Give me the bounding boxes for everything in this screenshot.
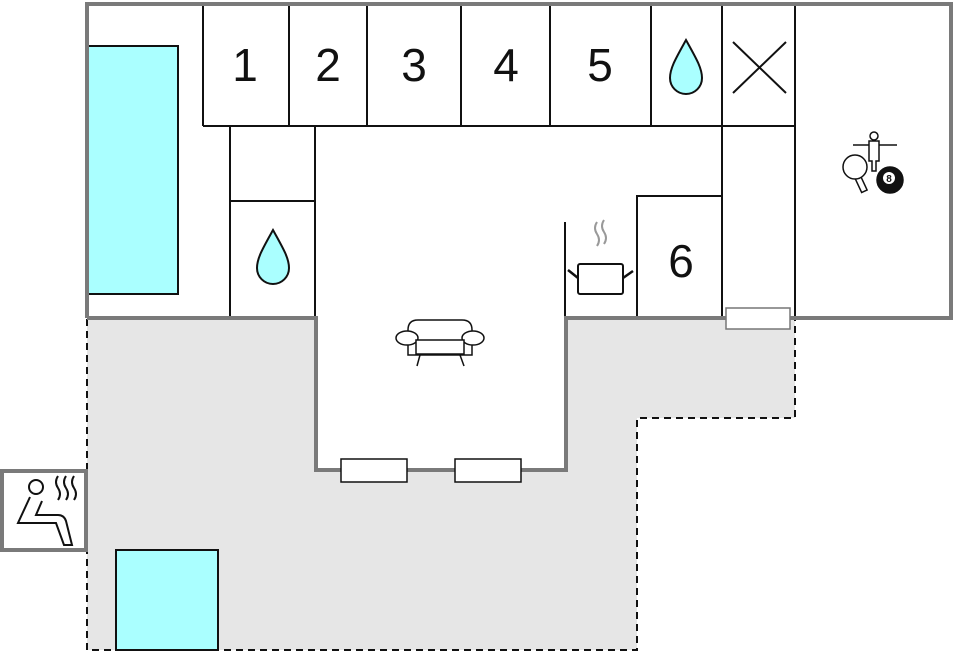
bedroom-3-label: 3 <box>401 39 427 91</box>
ball-number: 8 <box>886 174 892 185</box>
bedroom-4-label: 4 <box>493 39 519 91</box>
pool <box>87 45 179 295</box>
ping-pong-paddle-icon <box>842 154 869 194</box>
sauna-icon <box>16 475 77 546</box>
cooking-pot-icon <box>567 219 634 295</box>
sofa-icon <box>395 319 485 367</box>
cross-icon <box>732 41 787 94</box>
water-drop-icon <box>255 227 291 285</box>
water-drop-icon <box>668 37 704 95</box>
outer-walls <box>0 2 953 552</box>
game-room-icon: 8 <box>842 131 904 194</box>
bedroom-2-label: 2 <box>315 39 341 91</box>
bedroom-6-label: 6 <box>668 235 694 287</box>
windows <box>340 307 791 483</box>
bedroom-5-label: 5 <box>587 39 613 91</box>
billiard-ball-icon: 8 <box>876 166 904 194</box>
inner-walls <box>202 4 796 319</box>
jacuzzi <box>115 549 219 651</box>
bedroom-1-label: 1 <box>232 39 258 91</box>
